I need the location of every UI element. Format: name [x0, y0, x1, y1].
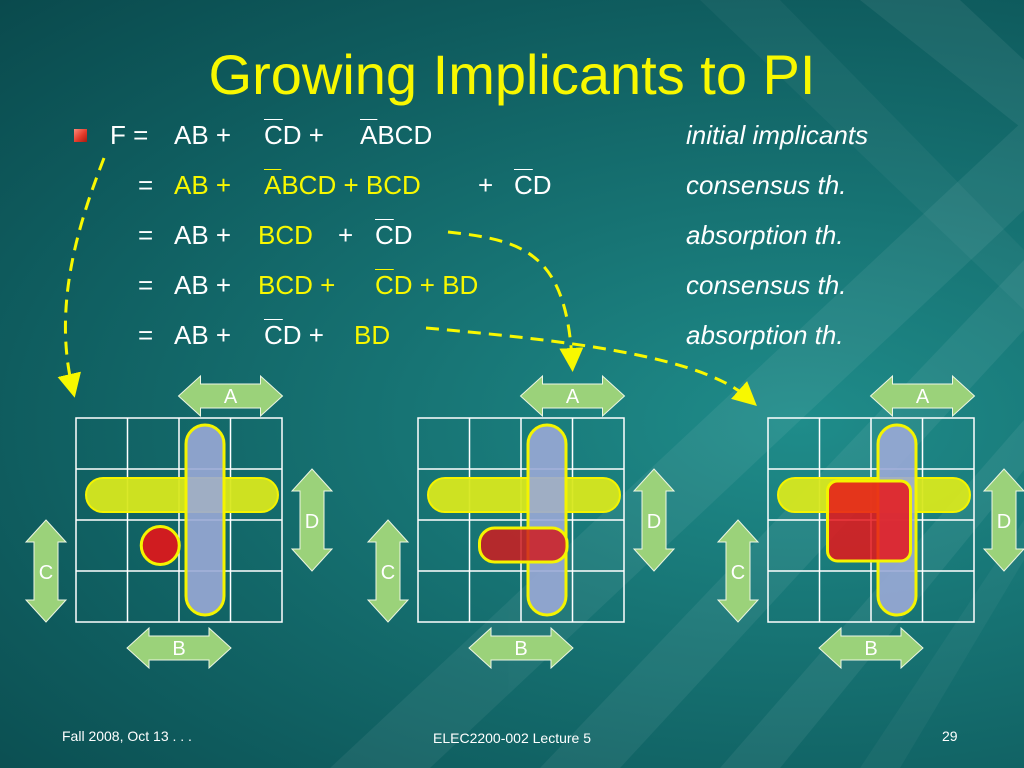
kmap-2-b-arrow-label: B	[514, 638, 527, 660]
implicant-bd	[826, 479, 912, 563]
equation-lhs: =	[138, 270, 154, 300]
equation-row: = AB + BCD + CD absorption th.	[0, 218, 1024, 252]
equation-term: CD +	[264, 320, 324, 350]
equation-term: CD +	[264, 120, 324, 150]
equation-lhs: =	[138, 170, 154, 200]
kmap-1-b-arrow	[126, 626, 232, 670]
kmap-1-d-arrow-label: D	[305, 511, 319, 533]
kmap-3-b-arrow-label: B	[864, 638, 877, 660]
equation-term: CD	[375, 220, 413, 250]
kmap-2-d-arrow-label: D	[647, 511, 661, 533]
equation-term: AB +	[174, 270, 232, 300]
kmap-1-d-arrow	[290, 468, 334, 572]
kmap-2-c-arrow-label: C	[381, 562, 395, 584]
equation-note: absorption th.	[686, 220, 844, 250]
equation-term: AB +	[174, 220, 232, 250]
equation-lhs: =	[138, 220, 154, 250]
equation-term: ABCD + BCD	[264, 170, 421, 200]
equation-term: AB +	[174, 170, 232, 200]
implicant-abcd	[139, 525, 181, 566]
kmap-1-c-arrow-label: C	[39, 562, 53, 584]
footer-course: ELEC2200-002 Lecture 5	[433, 730, 591, 746]
equation-row: = AB + BCD + CD + BD consensus th.	[0, 268, 1024, 302]
equation-term: +	[478, 170, 494, 200]
kmap-2-a-arrow	[519, 374, 626, 418]
kmap-3-a-arrow	[869, 374, 976, 418]
footer-date: Fall 2008, Oct 13 . . .	[62, 728, 192, 744]
kmap-3-a-arrow-label: A	[916, 386, 930, 408]
kmap-1-b-arrow-label: B	[172, 638, 185, 660]
equation-note: consensus th.	[686, 270, 847, 300]
equation-term: ABCD	[360, 120, 433, 150]
equation-row: = AB + ABCD + BCD + CD consensus th.	[0, 168, 1024, 202]
equation-note: consensus th.	[686, 170, 847, 200]
equation-lhs: =	[138, 320, 154, 350]
implicant-ab	[526, 423, 568, 617]
implicant-cd	[85, 477, 279, 513]
kmap-2-c-arrow	[366, 519, 410, 623]
kmap-2-a-arrow-label: A	[566, 386, 580, 408]
equation-note: absorption th.	[686, 320, 844, 350]
kmap-2-d-arrow	[632, 468, 676, 572]
kmap-1-c-arrow	[24, 519, 68, 623]
implicant-cd	[427, 477, 621, 513]
equation-term: AB +	[174, 120, 232, 150]
equation-term: CD	[514, 170, 552, 200]
kmap-3-c-arrow-label: C	[731, 562, 745, 584]
implicant-bcd	[478, 526, 569, 564]
equation-term: BCD +	[258, 270, 336, 300]
equation-note: initial implicants	[686, 120, 869, 150]
slide-number: 29	[942, 728, 958, 744]
kmap-1-a-arrow	[177, 374, 284, 418]
equation-row: F = AB + CD + ABCD initial implicants	[0, 118, 1024, 152]
slide-title: Growing Implicants to PI	[208, 43, 816, 106]
dashed-arrow-to-map1	[57, 157, 106, 398]
implicant-ab	[184, 423, 226, 617]
equation-term: CD + BD	[375, 270, 479, 300]
equation-lhs: F =	[110, 120, 149, 150]
equation-row: = AB + CD + BD absorption th.	[0, 318, 1024, 352]
kmap-3-c-arrow	[716, 519, 760, 623]
kmap-1-a-arrow-label: A	[224, 386, 238, 408]
kmap-3-b-arrow	[818, 626, 924, 670]
equation-term: BCD	[258, 220, 313, 250]
equation-term: +	[338, 220, 354, 250]
kmap-3-d-arrow	[982, 468, 1024, 572]
equation-term: AB +	[174, 320, 232, 350]
equation-term: BD	[354, 320, 391, 350]
kmap-2-b-arrow	[468, 626, 574, 670]
dashed-arrow-to-map3	[425, 326, 757, 406]
dashed-arrow-to-map2	[447, 230, 584, 372]
bullet-icon	[74, 129, 87, 142]
kmap-3-d-arrow-label: D	[997, 511, 1011, 533]
